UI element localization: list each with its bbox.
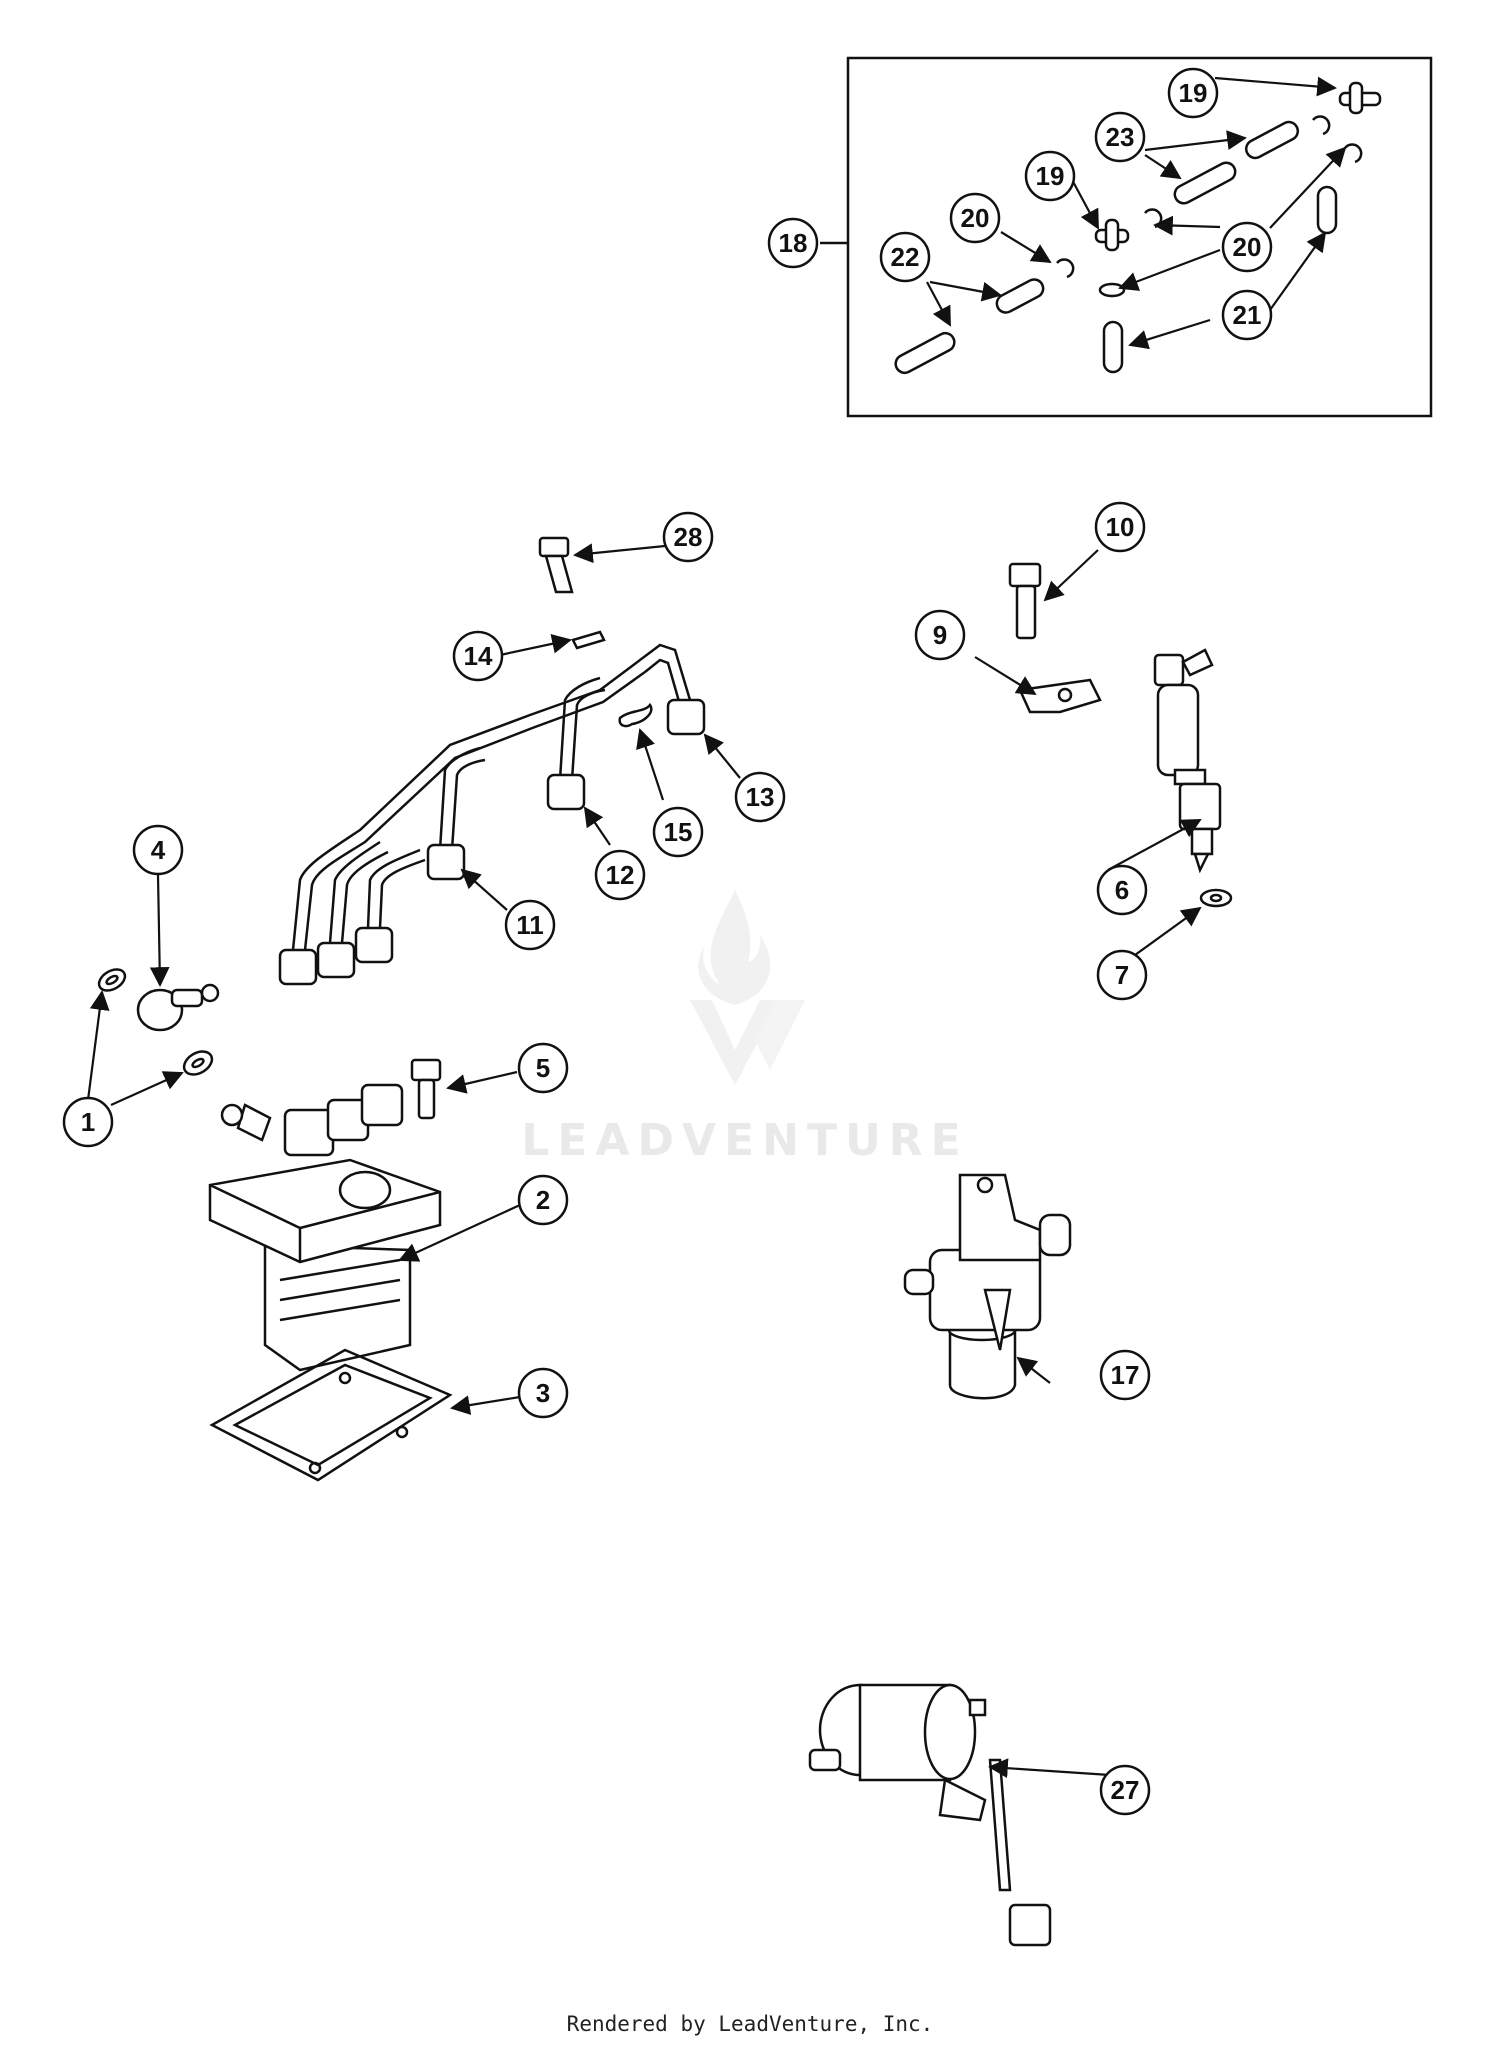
callout-19a: 19 — [1167, 67, 1219, 119]
svg-text:7: 7 — [1115, 960, 1129, 990]
callout-18: 18 — [767, 217, 819, 269]
banjo-4 — [136, 983, 220, 1032]
leader-lines — [86, 76, 1347, 1779]
clamp-14 — [571, 630, 606, 650]
svg-text:19: 19 — [1179, 78, 1208, 108]
injector-6 — [1153, 648, 1222, 874]
callout-6: 6 — [1096, 864, 1148, 916]
svg-text:2: 2 — [536, 1185, 550, 1215]
svg-text:27: 27 — [1111, 1775, 1140, 1805]
tee-19 — [1094, 218, 1130, 252]
svg-text:17: 17 — [1111, 1360, 1140, 1390]
callout-28: 28 — [662, 511, 714, 563]
hose-23b — [1244, 120, 1300, 160]
svg-text:5: 5 — [536, 1053, 550, 1083]
svg-text:23: 23 — [1106, 122, 1135, 152]
hose-23 — [1173, 161, 1237, 205]
clamp-9 — [1018, 678, 1102, 714]
washer-7 — [1199, 888, 1233, 908]
bolt-10 — [1008, 562, 1042, 640]
svg-text:20: 20 — [961, 203, 990, 233]
callout-20a: 20 — [949, 192, 1001, 244]
svg-text:13: 13 — [746, 782, 775, 812]
svg-text:20: 20 — [1233, 232, 1262, 262]
injection-pump-2 — [208, 1083, 442, 1372]
svg-text:3: 3 — [536, 1378, 550, 1408]
callout-10: 10 — [1094, 501, 1146, 553]
injection-lines — [291, 643, 692, 951]
callout-9: 9 — [914, 609, 966, 661]
tee-19b — [1338, 81, 1382, 115]
hose-21b — [1316, 185, 1338, 235]
svg-text:21: 21 — [1233, 300, 1262, 330]
svg-text:4: 4 — [151, 835, 166, 865]
callout-11: 11 — [504, 899, 556, 951]
callout-3: 3 — [517, 1367, 569, 1419]
callouts: 1 2 3 4 5 6 7 9 10 11 12 13 14 15 17 18 … — [62, 67, 1273, 1816]
callout-21: 21 — [1221, 289, 1273, 341]
bolt-5 — [410, 1058, 442, 1120]
callout-7: 7 — [1096, 949, 1148, 1001]
callout-13: 13 — [734, 771, 786, 823]
washers-1 — [97, 968, 214, 1076]
line-nuts — [278, 698, 706, 986]
callout-1a: 1 — [62, 1096, 114, 1148]
callout-20b: 20 — [1221, 221, 1273, 273]
watermark-brand: LEADVENTURE — [521, 1115, 968, 1166]
svg-text:22: 22 — [891, 242, 920, 272]
svg-text:28: 28 — [674, 522, 703, 552]
callout-22: 22 — [879, 231, 931, 283]
callout-19b: 19 — [1024, 150, 1076, 202]
callout-12: 12 — [594, 849, 646, 901]
nut-13 — [666, 698, 706, 736]
watermark-logo — [690, 890, 805, 1085]
svg-text:12: 12 — [606, 860, 635, 890]
callout-2: 2 — [517, 1174, 569, 1226]
svg-text:10: 10 — [1106, 512, 1135, 542]
nut-11 — [426, 843, 466, 881]
kit-parts — [894, 81, 1382, 375]
callout-15: 15 — [652, 806, 704, 858]
svg-text:14: 14 — [464, 641, 493, 671]
callout-23: 23 — [1094, 111, 1146, 163]
callout-17: 17 — [1099, 1349, 1151, 1401]
clip-20d — [1344, 143, 1363, 164]
svg-text:6: 6 — [1115, 875, 1129, 905]
callout-4: 4 — [132, 824, 184, 876]
hose-21 — [1102, 320, 1124, 374]
svg-text:15: 15 — [664, 817, 693, 847]
clip-20c — [1312, 115, 1331, 136]
svg-text:1: 1 — [81, 1107, 95, 1137]
clip-20 — [1056, 258, 1075, 279]
nut-12 — [546, 773, 586, 811]
svg-text:18: 18 — [779, 228, 808, 258]
clamps — [571, 630, 653, 728]
solenoid-27 — [808, 1683, 1052, 1947]
fuel-pump-17 — [903, 1173, 1072, 1400]
clip-20e — [1098, 282, 1126, 298]
bolt-28 — [538, 536, 574, 594]
gasket-3 — [209, 1348, 453, 1482]
callout-27: 27 — [1099, 1764, 1151, 1816]
svg-text:11: 11 — [516, 910, 544, 940]
kit-box — [846, 56, 1433, 418]
svg-text:19: 19 — [1036, 161, 1065, 191]
callout-5: 5 — [517, 1042, 569, 1094]
svg-text:9: 9 — [933, 620, 947, 650]
clamp-15 — [618, 702, 653, 728]
footer-credit: Rendered by LeadVenture, Inc. — [566, 2012, 934, 2036]
hose-22b — [995, 278, 1045, 314]
hose-22 — [894, 331, 956, 375]
callout-14: 14 — [452, 630, 504, 682]
